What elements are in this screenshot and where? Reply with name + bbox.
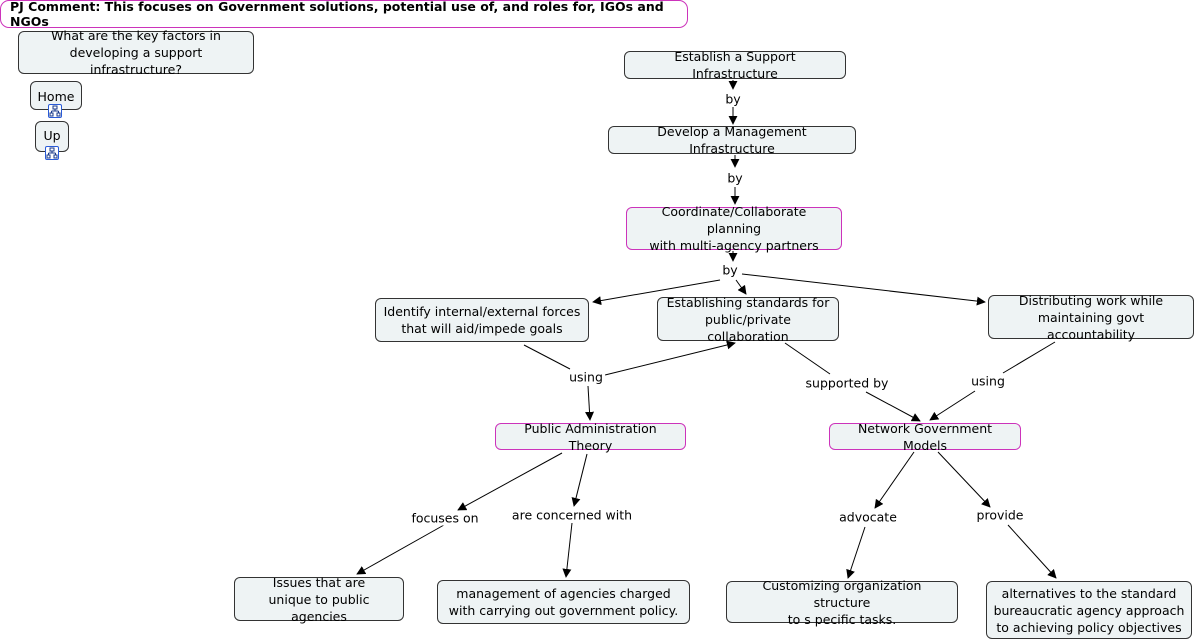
home-label: Home <box>37 89 75 104</box>
issues-node[interactable]: Issues that are unique to public agencie… <box>234 575 404 624</box>
edge-using-to-ngm <box>929 390 976 421</box>
edge-by-to-standards <box>735 279 747 295</box>
edge-using-to-pat <box>585 385 595 421</box>
edge-focuses-to-issues <box>356 524 445 575</box>
edge-pat-to-concerned <box>571 453 588 507</box>
edge-advocate-to-customizing <box>846 526 866 579</box>
edge-concerned-to-management <box>562 522 573 578</box>
link-label-provide: provide <box>974 507 1026 523</box>
support-infrastructure-node[interactable]: Establish a Support Infrastructure <box>624 49 846 81</box>
edge-ngm-to-provide <box>937 451 991 508</box>
distributing-work-node[interactable]: Distributing work while maintaining govt… <box>988 293 1194 342</box>
link-label-by: by <box>723 91 743 107</box>
coordinate-node[interactable]: Coordinate/Collaborate planning with mul… <box>626 204 842 253</box>
key-factors-node[interactable]: What are the key factors in developing a… <box>18 28 254 77</box>
edge-provide-to-alternatives <box>1007 524 1057 579</box>
identify-forces-node[interactable]: Identify internal/external forces that w… <box>375 298 589 342</box>
up-label: Up <box>43 128 61 143</box>
link-label-advocate: advocate <box>837 509 899 525</box>
network-government-models-node[interactable]: Network Government Models <box>829 421 1021 453</box>
edge-supported-to-ngm <box>865 391 921 422</box>
alternatives-node[interactable]: alternatives to the standard bureaucrati… <box>986 581 1192 639</box>
edge-by-to-distributing <box>741 273 986 306</box>
link-label-using: using <box>567 369 605 385</box>
sitemap-icon[interactable] <box>45 146 59 160</box>
edge-identify-to-using <box>523 344 571 370</box>
management-infrastructure-node[interactable]: Develop a Management Infrastructure <box>608 124 856 156</box>
link-label-using: using <box>969 373 1007 389</box>
public-administration-theory-node[interactable]: Public Administration Theory <box>495 421 686 453</box>
edge-distributing-to-using <box>1002 341 1056 374</box>
link-label-by: by <box>725 170 745 186</box>
link-label-focuses-on: focuses on <box>409 510 481 526</box>
comment-banner: PJ Comment: This focuses on Government s… <box>0 0 688 29</box>
link-label-concerned-with: are concerned with <box>509 507 635 523</box>
edge-by-to-identify <box>592 279 721 306</box>
link-label-supported-by: supported by <box>803 375 891 391</box>
edge-ngm-to-advocate <box>874 451 915 509</box>
establishing-standards-node[interactable]: Establishing standards for public/privat… <box>657 295 839 344</box>
edge-using-to-standards <box>604 340 736 376</box>
customizing-node[interactable]: Customizing organization structure to s … <box>726 578 958 627</box>
edge-pat-to-focuses <box>457 452 563 511</box>
edge-standards-to-supported <box>784 342 831 375</box>
management-agencies-node[interactable]: management of agencies charged with carr… <box>437 580 690 624</box>
sitemap-icon[interactable] <box>48 104 62 118</box>
link-label-by: by <box>720 262 740 278</box>
